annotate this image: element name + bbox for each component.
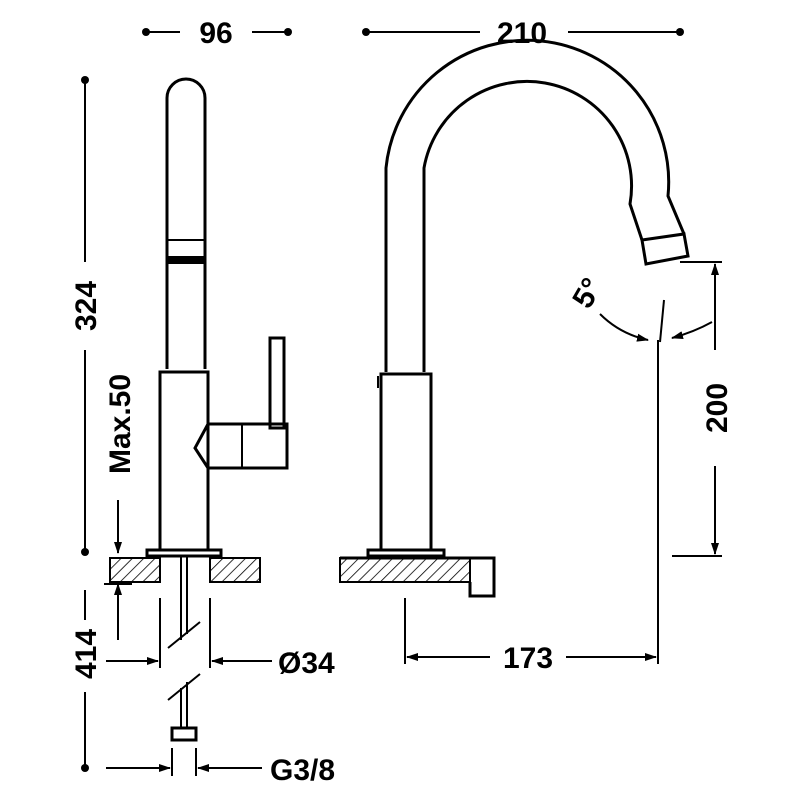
- inlet-hoses: [167, 556, 201, 742]
- dim-reach-top: 210: [362, 17, 684, 50]
- lever-handle: [268, 336, 286, 430]
- faucet-body: [158, 370, 210, 552]
- faucet-body-front: [379, 372, 433, 552]
- dim-max-counter: Max.50: [104, 374, 137, 640]
- dim-label-414: 414: [70, 629, 103, 679]
- dim-label-thread: G3/8: [270, 754, 335, 787]
- faucet-side-view: [145, 77, 289, 558]
- dim-total-height: 324: [70, 76, 103, 556]
- spout-ring: [167, 256, 205, 264]
- lever-cartridge: [193, 422, 289, 470]
- dim-outlet-reach: 173: [404, 340, 659, 675]
- dim-label-210: 210: [497, 17, 547, 50]
- counter-left: [109, 557, 261, 583]
- dim-label-173: 173: [503, 642, 553, 675]
- gooseneck-outer: [384, 38, 686, 372]
- dim-angle: 5°: [566, 273, 713, 343]
- dim-thread: G3/8: [106, 748, 335, 787]
- dim-inlet-length: 414: [70, 590, 103, 772]
- dim-label-diameter: Ø34: [278, 647, 335, 680]
- inlet-connector: [170, 726, 198, 742]
- dim-hole-diameter: Ø34: [106, 598, 335, 680]
- dim-label-96: 96: [199, 17, 232, 50]
- gooseneck-inner: [422, 79, 644, 372]
- dim-base-width: 96: [142, 17, 292, 50]
- faucet-front-view: [366, 38, 690, 558]
- counter-right: [339, 556, 496, 598]
- aerator: [640, 232, 690, 266]
- dim-outlet-height: 200: [672, 261, 734, 557]
- dim-label-324: 324: [70, 281, 103, 331]
- dim-label-max50: Max.50: [104, 374, 137, 474]
- dim-label-200: 200: [701, 383, 734, 433]
- spout-tube: [165, 77, 207, 369]
- dim-label-angle: 5°: [566, 273, 609, 314]
